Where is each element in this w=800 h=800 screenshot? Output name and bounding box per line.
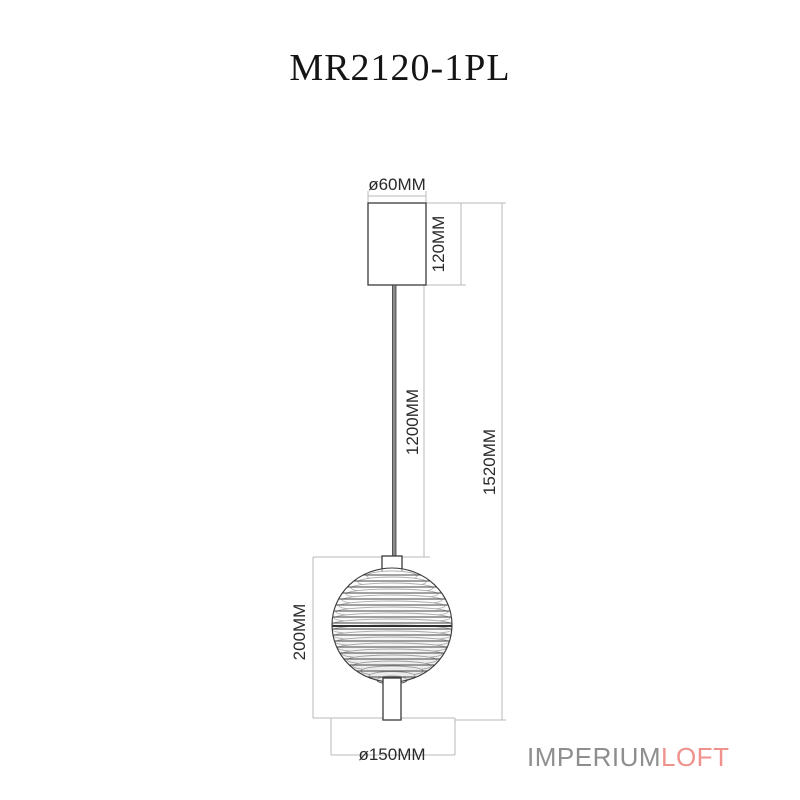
dimension-labels: ø60MM 120MM 1200MM 1520MM 200MM ø150MM (290, 175, 499, 764)
dimension-lines (312, 191, 506, 756)
canopy (367, 202, 427, 286)
dimension-total-height (426, 202, 506, 721)
label-canopy-height: 120MM (429, 216, 448, 273)
page-title: MR2120-1PL (289, 47, 511, 89)
brand-logo: IMPERIUMLOFT (527, 742, 729, 773)
shade-rib-lines (332, 568, 452, 682)
label-canopy-diameter: ø60MM (368, 175, 426, 194)
suspension-cord (392, 284, 397, 558)
bottom-stem (382, 677, 402, 721)
brand-logo-accent: LOFT (661, 742, 730, 772)
label-shade-diameter: ø150MM (358, 745, 425, 764)
label-cord-length: 1200MM (403, 389, 422, 455)
brand-logo-main: IMPERIUM (527, 742, 661, 772)
label-total-height: 1520MM (480, 429, 499, 495)
ribbed-globe-shade (331, 567, 453, 685)
label-shade-height: 200MM (290, 604, 309, 661)
dimension-canopy-diameter (367, 191, 427, 204)
